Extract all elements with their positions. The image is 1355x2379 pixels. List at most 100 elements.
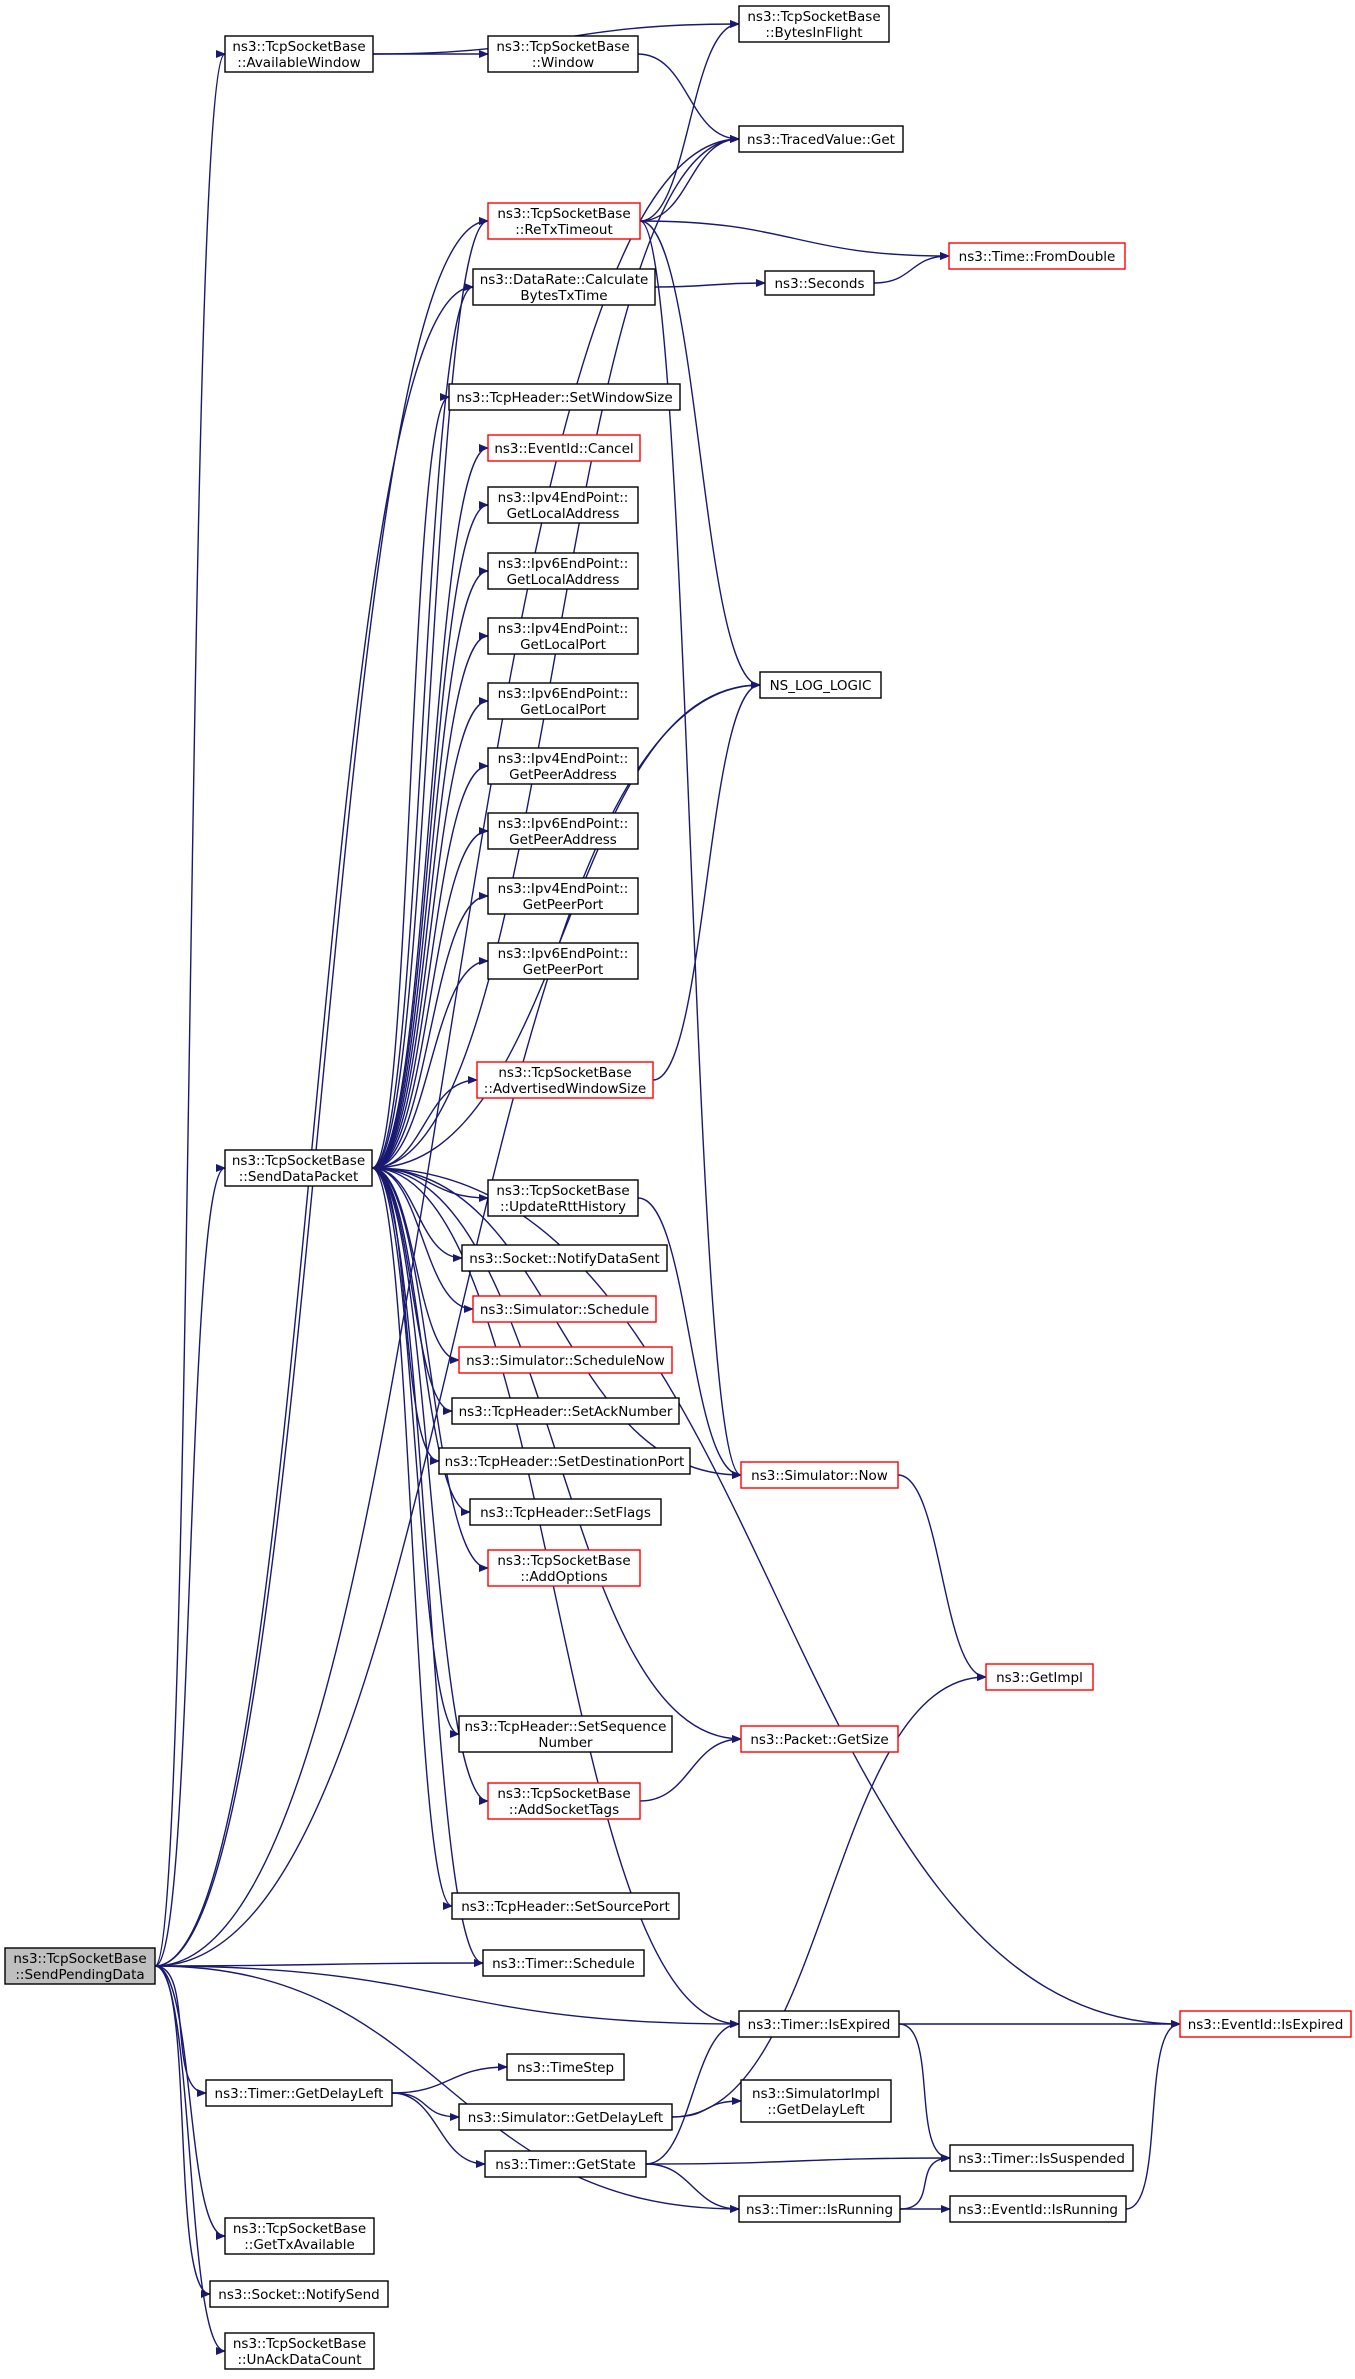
edge-event-id-is-running-to-event-id-is-expired	[1125, 2020, 1181, 2210]
node-advertised-window-size[interactable]: ns3::TcpSocketBase::AdvertisedWindowSize	[476, 1061, 654, 1099]
node-set-window-size[interactable]: ns3::TcpHeader::SetWindowSize	[448, 383, 681, 411]
node-update-rtt-history[interactable]: ns3::TcpSocketBase::UpdateRttHistory	[487, 1179, 639, 1217]
edge-update-rtt-history-to-simulator-now	[637, 1197, 742, 1479]
node-ipv4-get-peer-port[interactable]: ns3::Ipv4EndPoint::GetPeerPort	[487, 877, 639, 915]
node-send-data-packet[interactable]: ns3::TcpSocketBase::SendDataPacket	[224, 1149, 373, 1187]
edge-send-data-packet-to-ipv4-get-peer-address	[371, 762, 489, 1169]
node-label: ns3::Socket::NotifySend	[218, 2287, 379, 2303]
node-set-flags[interactable]: ns3::TcpHeader::SetFlags	[469, 1498, 662, 1526]
node-ipv6-get-peer-address[interactable]: ns3::Ipv6EndPoint::GetPeerAddress	[487, 812, 639, 850]
edge-send-pending-data-to-available-window	[154, 50, 226, 1967]
node-timer-schedule[interactable]: ns3::Timer::Schedule	[482, 1949, 645, 1977]
node-window[interactable]: ns3::TcpSocketBase::Window	[487, 35, 639, 73]
edge-re-tx-timeout-to-traced-value-get	[639, 135, 740, 222]
node-label: ns3::Ipv6EndPoint::	[498, 816, 629, 832]
node-label: ::AvailableWindow	[237, 55, 360, 71]
node-label: GetLocalPort	[520, 637, 606, 653]
node-re-tx-timeout[interactable]: ns3::TcpSocketBase::ReTxTimeout	[487, 202, 641, 240]
node-label: ns3::TcpSocketBase	[497, 206, 630, 222]
node-label: ns3::Time::FromDouble	[959, 249, 1116, 265]
node-label: ::GetTxAvailable	[244, 2237, 355, 2253]
edge-send-data-packet-to-simulator-schedule	[371, 1167, 474, 1313]
node-box	[4, 1947, 156, 1985]
node-box	[482, 1949, 645, 1977]
node-label: ns3::TcpSocketBase	[232, 1153, 365, 1169]
node-box	[740, 1725, 899, 1753]
node-simulator-now[interactable]: ns3::Simulator::Now	[740, 1461, 899, 1489]
node-label: ns3::EventId::Cancel	[494, 441, 633, 457]
node-box	[487, 682, 639, 720]
node-box	[461, 1244, 668, 1272]
node-ipv6-get-peer-port[interactable]: ns3::Ipv6EndPoint::GetPeerPort	[487, 942, 639, 980]
node-from-double[interactable]: ns3::Time::FromDouble	[948, 242, 1126, 270]
node-bytes-in-flight[interactable]: ns3::TcpSocketBase::BytesInFlight	[738, 5, 890, 43]
node-add-socket-tags[interactable]: ns3::TcpSocketBase::AddSocketTags	[487, 1782, 641, 1820]
node-event-id-is-running[interactable]: ns3::EventId::IsRunning	[949, 2195, 1127, 2223]
node-label: ns3::Timer::IsExpired	[748, 2017, 891, 2033]
node-box	[487, 1782, 641, 1820]
node-label: ns3::Simulator::GetDelayLeft	[468, 2110, 663, 2126]
node-box	[759, 671, 882, 699]
node-packet-get-size[interactable]: ns3::Packet::GetSize	[740, 1725, 899, 1753]
node-ns-log-logic[interactable]: NS_LOG_LOGIC	[759, 671, 882, 699]
node-simulator-get-delay-left[interactable]: ns3::Simulator::GetDelayLeft	[458, 2103, 673, 2131]
node-ipv4-get-local-port[interactable]: ns3::Ipv4EndPoint::GetLocalPort	[487, 617, 639, 655]
node-simulator-schedule[interactable]: ns3::Simulator::Schedule	[472, 1295, 657, 1323]
node-box	[487, 747, 639, 785]
node-ipv4-get-peer-address[interactable]: ns3::Ipv4EndPoint::GetPeerAddress	[487, 747, 639, 785]
edge-simulator-get-delay-left-to-get-impl	[671, 1673, 987, 2118]
node-label: ns3::TcpSocketBase	[498, 1065, 631, 1081]
node-label: ::AdvertisedWindowSize	[484, 1081, 646, 1097]
call-nodes: ns3::TcpSocketBase::SendPendingDatans3::…	[4, 5, 1352, 2370]
node-box	[487, 486, 639, 524]
edge-send-data-packet-to-event-id-is-expired	[371, 1167, 1181, 2028]
node-box	[949, 2195, 1127, 2223]
node-label: ::SendPendingData	[15, 1967, 144, 1983]
node-event-id-is-expired[interactable]: ns3::EventId::IsExpired	[1179, 2010, 1352, 2038]
node-timer-is-expired[interactable]: ns3::Timer::IsExpired	[738, 2010, 900, 2038]
node-event-id-cancel[interactable]: ns3::EventId::Cancel	[487, 434, 641, 462]
node-set-destination-port[interactable]: ns3::TcpHeader::SetDestinationPort	[438, 1447, 691, 1475]
node-ipv6-get-local-address[interactable]: ns3::Ipv6EndPoint::GetLocalAddress	[487, 552, 639, 590]
node-notify-data-sent[interactable]: ns3::Socket::NotifyDataSent	[461, 1244, 668, 1272]
node-add-options[interactable]: ns3::TcpSocketBase::AddOptions	[487, 1549, 641, 1587]
node-label: ::AddSocketTags	[509, 1802, 619, 1818]
node-timer-get-delay-left[interactable]: ns3::Timer::GetDelayLeft	[205, 2079, 393, 2107]
edge-timer-get-state-to-timer-is-suspended	[645, 2154, 951, 2165]
node-label: ns3::Socket::NotifyDataSent	[469, 1251, 659, 1267]
edge-send-data-packet-to-ipv4-get-local-address	[371, 501, 489, 1169]
edge-timer-get-delay-left-to-simulator-get-delay-left	[391, 2092, 460, 2121]
node-label: ::UpdateRttHistory	[500, 1199, 626, 1215]
node-available-window[interactable]: ns3::TcpSocketBase::AvailableWindow	[224, 35, 374, 73]
node-traced-value-get[interactable]: ns3::TracedValue::Get	[738, 125, 904, 153]
node-timer-is-suspended[interactable]: ns3::Timer::IsSuspended	[949, 2144, 1134, 2172]
node-ipv4-get-local-address[interactable]: ns3::Ipv4EndPoint::GetLocalAddress	[487, 486, 639, 524]
node-set-ack-number[interactable]: ns3::TcpHeader::SetAckNumber	[451, 1397, 680, 1425]
node-simulator-impl-get-delay-left[interactable]: ns3::SimulatorImpl::GetDelayLeft	[740, 2079, 892, 2123]
node-ipv6-get-local-port[interactable]: ns3::Ipv6EndPoint::GetLocalPort	[487, 682, 639, 720]
edge-send-data-packet-to-calculate-bytes-tx-time	[371, 283, 474, 1169]
edge-timer-get-state-to-timer-is-expired	[645, 2020, 740, 2165]
node-timer-get-state[interactable]: ns3::Timer::GetState	[484, 2150, 647, 2178]
node-get-tx-available[interactable]: ns3::TcpSocketBase::GetTxAvailable	[224, 2217, 375, 2255]
edge-send-pending-data-to-re-tx-timeout	[154, 217, 489, 1967]
edge-re-tx-timeout-to-simulator-now	[639, 220, 742, 1479]
node-time-step[interactable]: ns3::TimeStep	[506, 2053, 625, 2081]
node-label: ns3::TimeStep	[517, 2060, 614, 2076]
edge-send-data-packet-to-re-tx-timeout	[371, 217, 489, 1169]
node-label: ns3::TcpSocketBase	[747, 9, 880, 25]
node-box	[487, 942, 639, 980]
node-schedule-now[interactable]: ns3::Simulator::ScheduleNow	[458, 1346, 673, 1374]
node-box	[224, 2217, 375, 2255]
node-set-source-port[interactable]: ns3::TcpHeader::SetSourcePort	[451, 1892, 680, 1920]
node-seconds[interactable]: ns3::Seconds	[764, 270, 875, 296]
node-send-pending-data[interactable]: ns3::TcpSocketBase::SendPendingData	[4, 1947, 156, 1985]
node-notify-send[interactable]: ns3::Socket::NotifySend	[209, 2280, 389, 2308]
node-un-ack-data-count[interactable]: ns3::TcpSocketBase::UnAckDataCount	[224, 2332, 375, 2370]
node-label: ns3::DataRate::Calculate	[480, 272, 649, 288]
node-get-impl[interactable]: ns3::GetImpl	[985, 1663, 1094, 1691]
node-timer-is-running[interactable]: ns3::Timer::IsRunning	[738, 2195, 901, 2223]
node-label: ns3::Seconds	[775, 276, 865, 292]
